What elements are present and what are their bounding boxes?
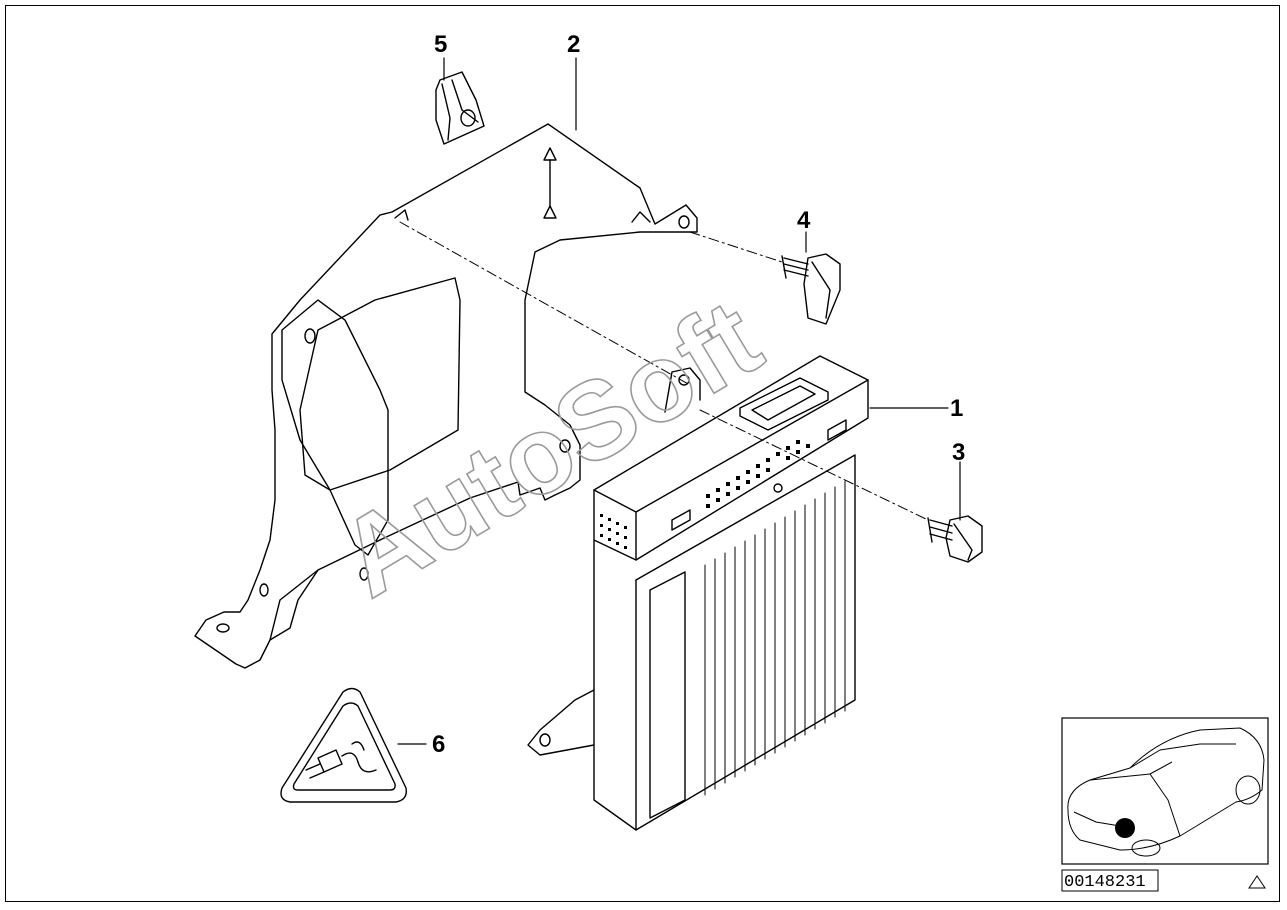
diagram-frame [5,5,1280,902]
callout-3: 3 [952,439,965,466]
bracket-part [194,123,698,669]
module-part [527,355,869,831]
triangle-icon [1248,875,1266,889]
callout-5: 5 [434,31,447,58]
car-locator-inset [1061,717,1269,865]
callout-4: 4 [797,207,811,234]
callout-2: 2 [567,31,580,58]
bolt-4-part [781,253,841,325]
reference-number: 00148231 [1064,873,1146,892]
bolt-3-part [927,515,983,563]
callout-6: 6 [432,731,445,758]
clip-nut-5-part [435,71,485,145]
reference-number-box: 00148231 [1061,869,1159,892]
warning-label-6-part [280,687,407,803]
location-marker-icon [1115,818,1135,838]
callout-1: 1 [950,395,963,422]
